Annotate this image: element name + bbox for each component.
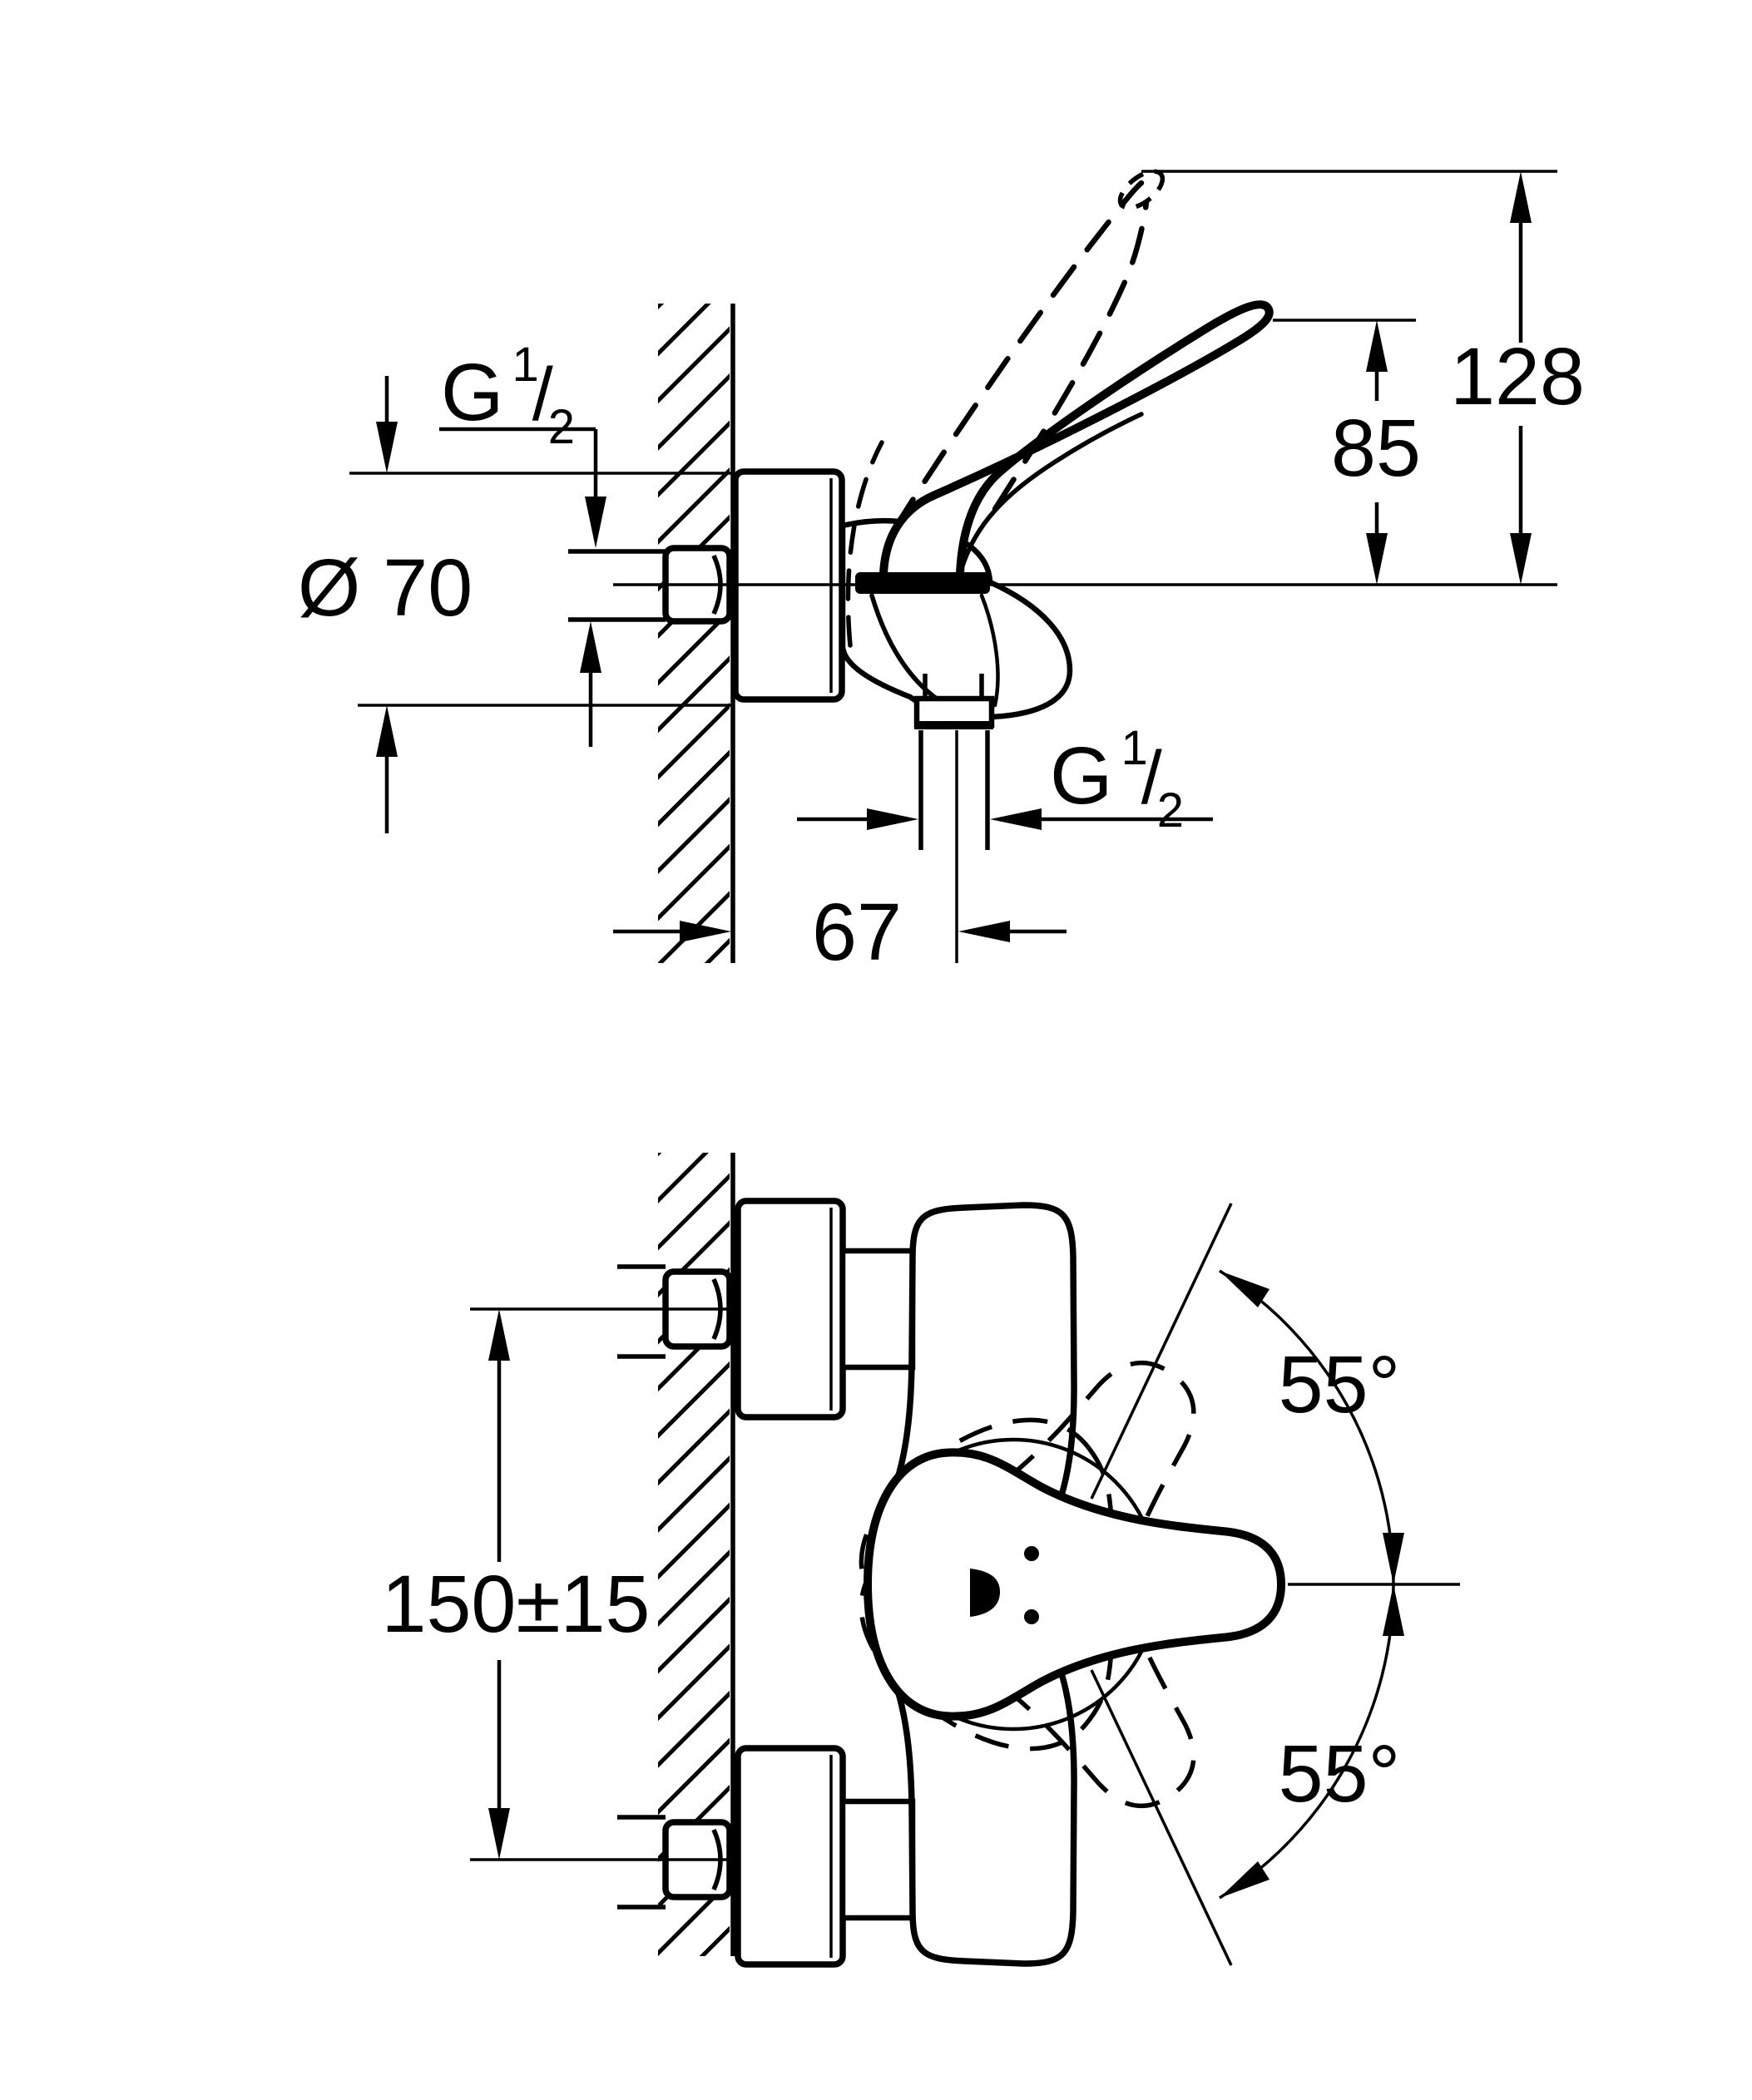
top-union <box>617 1198 916 1421</box>
angle-arc-bottom <box>1219 1584 1395 1900</box>
inlet-pipe-stub <box>568 549 666 622</box>
bottom-union <box>617 1745 916 1968</box>
swivel-angle-bottom-label: 55° <box>1279 1728 1401 1819</box>
lever-handle <box>868 1452 1281 1716</box>
angle-ray-top <box>1090 1203 1233 1500</box>
dim-handle-tip-height: 85 <box>1273 319 1421 585</box>
dim-swivel-angle: 55° 55° <box>1090 1203 1404 1966</box>
spout-contour-inner <box>979 593 1000 708</box>
dim-wall-to-hose: 67 <box>613 887 1067 977</box>
wall-hatching <box>658 304 730 963</box>
lever-inner-edge <box>958 412 1144 576</box>
total-height-label: 128 <box>1450 331 1585 422</box>
dim-total-height: 128 <box>1141 170 1585 585</box>
upper-wing <box>869 1202 1077 1536</box>
dim-escutcheon-diameter: Ø 70 <box>298 376 733 833</box>
angle-arc-top <box>1219 1269 1395 1585</box>
shower-hose-outlet <box>913 674 995 963</box>
handle-tip-height-label: 85 <box>1331 403 1421 493</box>
swivel-angle-top-label: 55° <box>1279 1339 1401 1430</box>
front-view: 55° 55° 150±15 <box>382 1153 1460 1968</box>
connection-distance-label: 150±15 <box>382 1559 651 1649</box>
escutcheon-diameter-label: Ø 70 <box>298 542 473 633</box>
handle-dot-bottom <box>1024 1609 1039 1624</box>
cartridge-collar <box>855 572 990 594</box>
temperature-indicator <box>970 1569 1000 1617</box>
dim-connection-distance: 150±15 <box>382 1307 730 1861</box>
angle-ray-bottom <box>1090 1669 1233 1966</box>
lever-handle <box>855 300 1274 594</box>
body-wings <box>869 1202 1077 1967</box>
lower-wing <box>869 1633 1077 1967</box>
handle-dot-top <box>1024 1546 1039 1561</box>
lever-outline <box>879 300 1274 578</box>
wall-to-hose-label: 67 <box>812 887 902 977</box>
